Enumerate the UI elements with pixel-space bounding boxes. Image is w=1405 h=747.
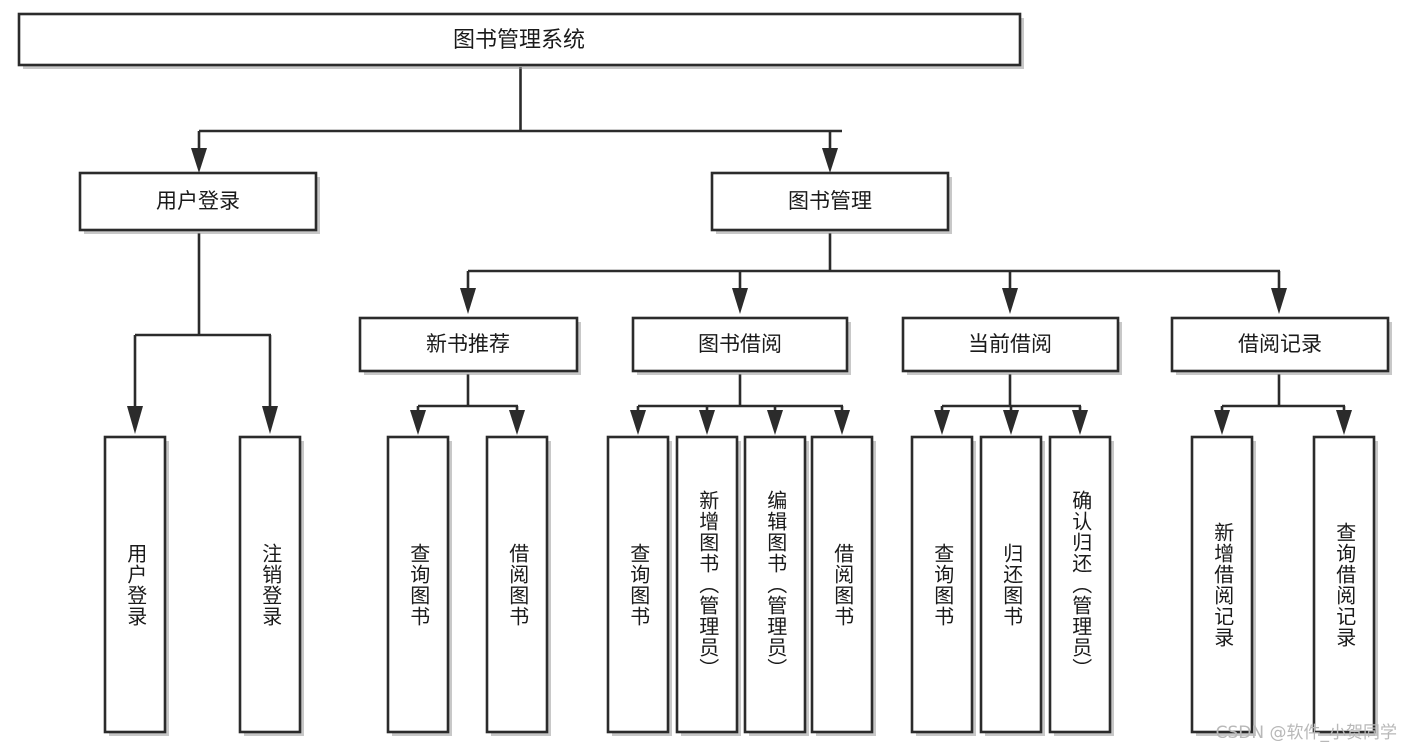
arrowhead-user-login [191,148,207,173]
node-new-book-recommend-label: 新书推荐 [426,332,510,356]
connector-layer [127,67,1352,435]
node-book-management-label: 图书管理 [788,189,872,213]
node-book-borrow[interactable] [631,316,849,373]
node-leaf-query-book-1[interactable] [386,435,450,734]
node-current-borrow[interactable] [901,316,1120,373]
arrowhead-leaf-confirm-return [1072,410,1088,435]
node-leaf-user-login[interactable] [103,435,167,734]
arrowhead-leaf-add-book [699,410,715,435]
arrowhead-leaf-user-login [127,406,143,434]
arrowhead-book-borrow [732,288,748,314]
node-leaf-return-book[interactable] [979,435,1043,734]
node-leaf-query-record[interactable] [1312,435,1376,734]
csdn-watermark: CSDN @软件_小贺同学 [1215,723,1397,743]
node-borrow-record[interactable] [1170,316,1390,373]
node-leaf-logout-login[interactable] [238,435,302,734]
node-book-management[interactable] [710,171,950,232]
node-leaf-query-book-3[interactable] [910,435,974,734]
arrowhead-current-borrow [1002,288,1018,314]
node-leaf-borrow-book-1[interactable] [485,435,549,734]
node-user-login-label: 用户登录 [156,189,240,213]
arrowhead-leaf-query-record [1336,410,1352,435]
node-leaf-query-book-2[interactable] [606,435,670,734]
node-leaf-edit-book[interactable] [743,435,807,734]
node-leaf-borrow-book-2[interactable] [810,435,874,734]
node-borrow-record-label: 借阅记录 [1238,332,1322,356]
arrowhead-leaf-logout-login [262,406,278,434]
node-new-book-recommend[interactable] [358,316,579,373]
arrowhead-leaf-query-book-3 [934,410,950,435]
arrowhead-leaf-borrow-book-1 [509,410,525,435]
node-leaf-add-record[interactable] [1190,435,1254,734]
arrowhead-leaf-add-record [1214,410,1230,435]
arrowhead-leaf-edit-book [767,410,783,435]
arrowhead-new-book-recommend [460,288,476,314]
node-leaf-confirm-return[interactable] [1048,435,1112,734]
node-layer: 图书管理系统 用户登录 图书管理 新书推荐 图书借阅 当前借阅 借阅记录 [17,12,1392,736]
arrowhead-leaf-return-book [1003,410,1019,435]
arrowhead-leaf-query-book-2 [630,410,646,435]
arrowhead-leaf-borrow-book-2 [834,410,850,435]
node-book-borrow-label: 图书借阅 [698,332,782,356]
arrowhead-leaf-query-book-1 [410,410,426,435]
node-root[interactable] [17,12,1022,67]
node-leaf-add-book[interactable] [675,435,739,734]
arrowhead-book-management [822,148,838,173]
arrowhead-borrow-record [1271,288,1287,314]
node-root-label: 图书管理系统 [453,28,585,53]
node-current-borrow-label: 当前借阅 [968,332,1052,356]
node-user-login[interactable] [78,171,318,232]
